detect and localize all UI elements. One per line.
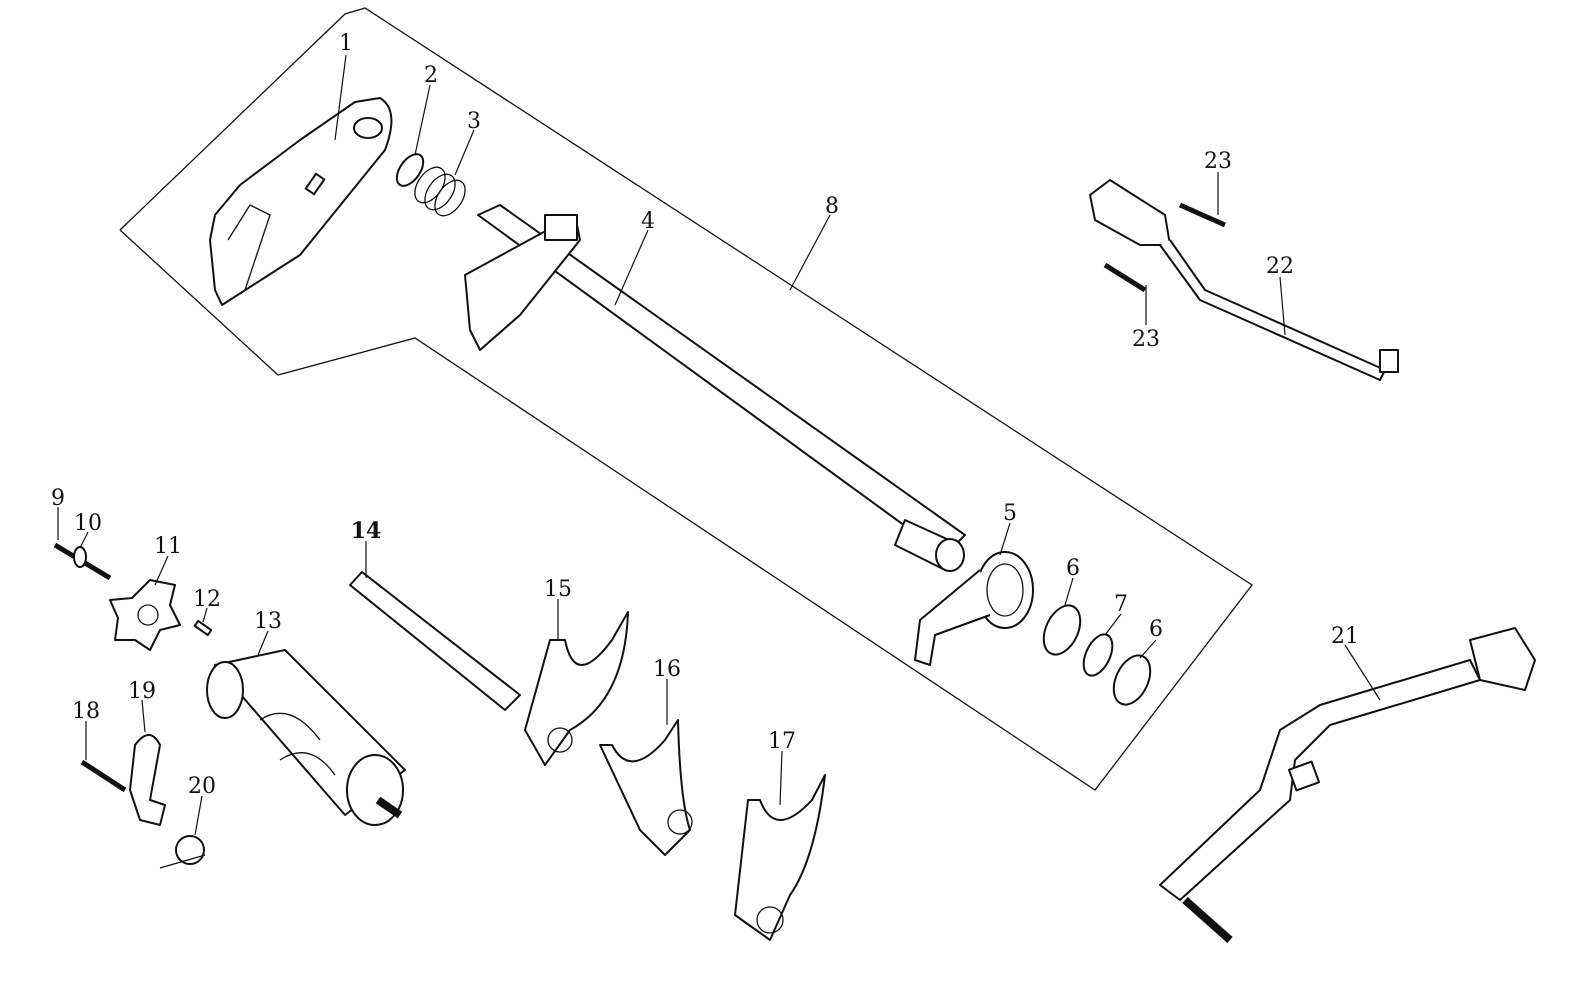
callout-labels: 1 2 3 4 5 6 7 6 8 9 10 11 12 13 14 15 16… xyxy=(51,31,1359,799)
part-3-spring xyxy=(414,166,466,217)
callout-3: 3 xyxy=(467,109,481,134)
part-6-washer-a xyxy=(1042,604,1082,656)
part-17-shift-fork xyxy=(734,774,826,941)
callout-5: 5 xyxy=(1003,501,1017,526)
part-21-brake-pedal xyxy=(1159,627,1536,943)
callout-11: 11 xyxy=(154,534,182,559)
callout-19: 19 xyxy=(128,679,156,704)
callout-13: 13 xyxy=(254,609,282,634)
callout-21: 21 xyxy=(1331,624,1359,649)
part-15-shift-fork xyxy=(524,611,629,766)
part-23-bolt-b xyxy=(1103,262,1147,293)
callout-2: 2 xyxy=(424,63,438,88)
callout-4: 4 xyxy=(641,209,655,234)
part-1-shift-arm xyxy=(209,97,393,306)
callout-22: 22 xyxy=(1266,254,1294,279)
assembly-outline-8 xyxy=(119,7,1253,791)
part-16-shift-fork xyxy=(599,719,693,856)
callout-6a: 6 xyxy=(1066,556,1080,581)
callout-20: 20 xyxy=(188,774,216,799)
part-11-star-cam xyxy=(109,579,181,651)
callout-16: 16 xyxy=(653,657,681,682)
part-10-washer xyxy=(73,546,87,568)
callout-18: 18 xyxy=(72,699,100,724)
part-23-bolt-a xyxy=(1178,202,1227,228)
part-13-shift-drum xyxy=(206,649,406,826)
part-22-brake-rod xyxy=(1089,179,1399,381)
callout-12: 12 xyxy=(193,587,221,612)
part-19-stopper-arm xyxy=(129,734,166,826)
part-2-circlip xyxy=(395,153,425,187)
part-18-bolt xyxy=(80,759,127,793)
part-5-return-spring xyxy=(914,551,1034,666)
callout-10: 10 xyxy=(74,511,102,536)
part-20-spring xyxy=(159,835,206,869)
part-4-shift-shaft xyxy=(464,204,966,572)
callout-23b: 23 xyxy=(1132,327,1160,352)
callout-15: 15 xyxy=(544,577,572,602)
callout-23a: 23 xyxy=(1204,149,1232,174)
part-12-pin xyxy=(193,619,213,637)
callout-8: 8 xyxy=(825,194,839,219)
callout-17: 17 xyxy=(768,729,796,754)
leader-lines xyxy=(57,54,1381,836)
part-14-fork-shaft xyxy=(349,571,521,711)
callout-6b: 6 xyxy=(1149,617,1163,642)
callout-14: 14 xyxy=(351,518,382,544)
callout-7: 7 xyxy=(1114,592,1128,617)
callout-9: 9 xyxy=(51,486,65,511)
callout-1: 1 xyxy=(339,31,353,56)
part-7-circlip xyxy=(1082,633,1114,677)
part-6-washer-b xyxy=(1112,654,1152,706)
